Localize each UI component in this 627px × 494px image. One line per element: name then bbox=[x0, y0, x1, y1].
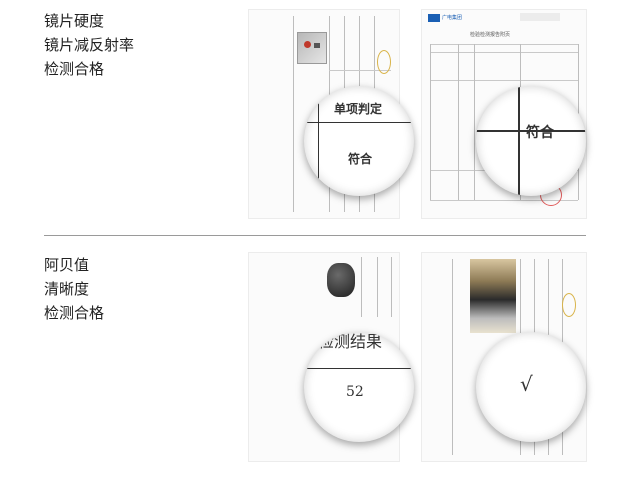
magnifier-result: 检测结果 52 bbox=[304, 332, 414, 442]
conformity-value: 符合 bbox=[526, 125, 554, 141]
device-photo bbox=[297, 32, 327, 64]
judgement-header: 单项判定 bbox=[334, 102, 383, 116]
test-photos bbox=[470, 259, 516, 333]
section2-line-2: 清晰度 bbox=[44, 280, 90, 298]
check-mark: √ bbox=[520, 372, 533, 396]
section1-line-3: 检测合格 bbox=[44, 60, 105, 78]
section1-description: 镜片硬度 镜片减反射率 检测合格 bbox=[44, 9, 134, 81]
section-lens-hardness: 镜片硬度 镜片减反射率 检测合格 单项判定 符合 广电集团 检验检测报告附页 bbox=[0, 0, 627, 235]
stamp-mark bbox=[377, 50, 391, 74]
section1-line-1: 镜片硬度 bbox=[44, 12, 105, 30]
section2-line-1: 阿贝值 bbox=[44, 256, 90, 274]
cert-logos bbox=[520, 13, 560, 21]
magnifier-check: √ bbox=[476, 332, 586, 442]
report-title: 检验检测报告附页 bbox=[470, 32, 511, 38]
lens-sample-photo bbox=[327, 263, 355, 297]
result-header: 检测结果 bbox=[318, 332, 383, 351]
section-divider bbox=[44, 235, 586, 236]
section-abbe-value: 阿贝值 清晰度 检测合格 检测结果 52 √ bbox=[0, 236, 627, 494]
judgement-value: 符合 bbox=[348, 152, 373, 166]
section1-line-2: 镜片减反射率 bbox=[44, 36, 135, 54]
brand-name: 广电集团 bbox=[442, 15, 463, 21]
section2-description: 阿贝值 清晰度 检测合格 bbox=[44, 253, 104, 325]
result-value: 52 bbox=[346, 384, 364, 400]
stamp-mark-2 bbox=[562, 293, 576, 317]
magnifier-conformity: 符合 bbox=[476, 86, 586, 196]
section2-line-3: 检测合格 bbox=[44, 304, 105, 322]
magnifier-judgement: 单项判定 符合 bbox=[304, 86, 414, 196]
